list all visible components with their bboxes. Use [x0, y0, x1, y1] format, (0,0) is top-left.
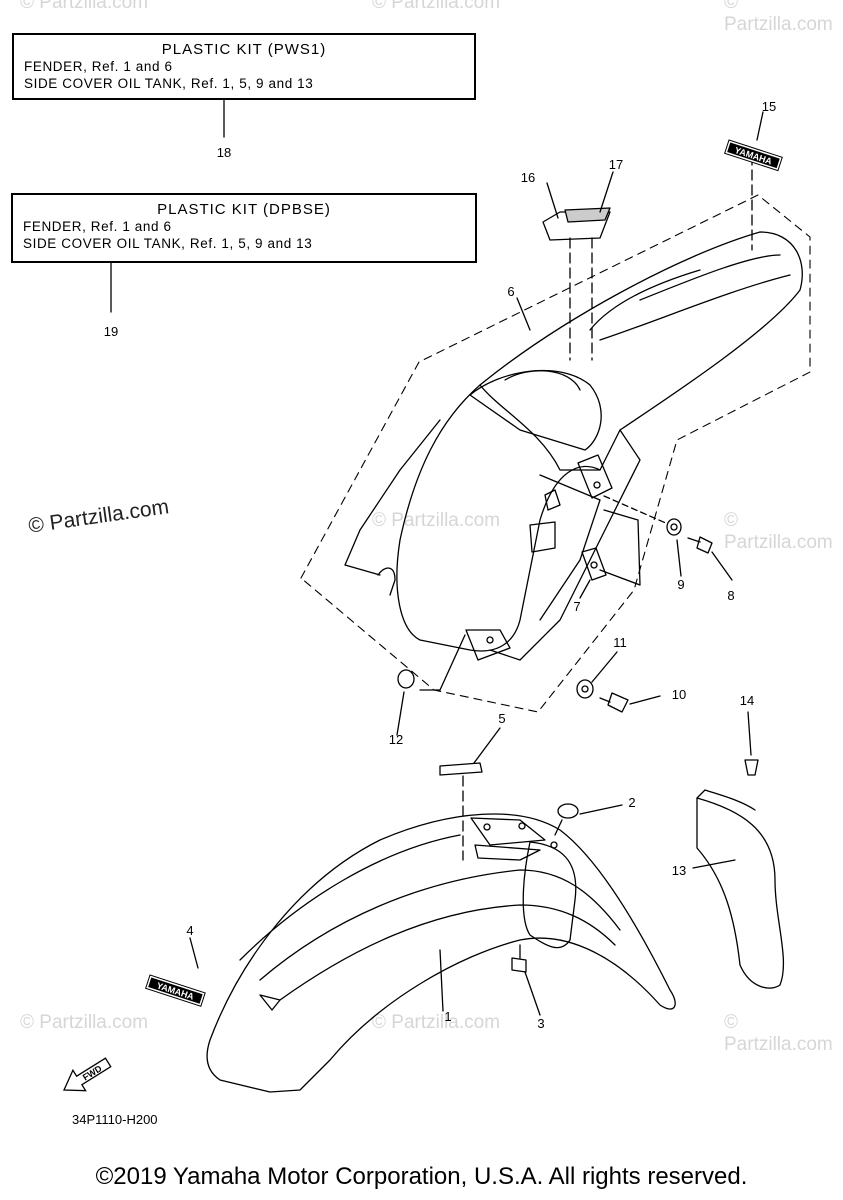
bolt-2: [557, 803, 579, 819]
bolt-10: [607, 692, 629, 713]
decal-5: [439, 762, 483, 776]
callout-10: 10: [672, 687, 686, 702]
callout-12: 12: [389, 732, 403, 747]
rear-fender: [344, 231, 803, 661]
side-cover: [696, 797, 785, 989]
washer-9: [666, 518, 682, 536]
callout-4: 4: [186, 923, 193, 938]
kit-box-pws1: PLASTIC KIT (PWS1) FENDER, Ref. 1 and 6 …: [12, 33, 476, 100]
watermark: © Partzilla.com: [724, 1012, 833, 1055]
kit-title: PLASTIC KIT (DPBSE): [157, 201, 331, 218]
front-fender: [206, 813, 676, 1093]
callout-14: 14: [740, 693, 754, 708]
kit-line: FENDER, Ref. 1 and 6: [24, 59, 173, 74]
callout-2: 2: [628, 795, 635, 810]
callout-18: 18: [217, 145, 231, 160]
bolt-8: [696, 536, 713, 554]
callout-5: 5: [498, 711, 505, 726]
decal-4: YAMAHA: [145, 974, 206, 1007]
watermark: © Partzilla.com: [372, 0, 501, 13]
callout-11: 11: [613, 635, 627, 650]
watermark: © Partzilla.com: [20, 0, 149, 13]
callout-6: 6: [507, 284, 514, 299]
callout-15: 15: [762, 99, 776, 114]
callout-8: 8: [727, 588, 734, 603]
callout-1: 1: [444, 1009, 451, 1024]
callout-3: 3: [537, 1016, 544, 1031]
watermark: © Partzilla.com: [372, 510, 501, 531]
watermark: © Partzilla.com: [20, 1012, 149, 1033]
washer-11: [576, 679, 594, 699]
diagram-code: 34P1110-H200: [72, 1112, 158, 1127]
fwd-arrow-icon: FWD: [63, 1057, 112, 1092]
decal-15: YAMAHA: [724, 139, 783, 172]
kit-line: SIDE COVER OIL TANK, Ref. 1, 5, 9 and 13: [23, 236, 313, 251]
watermark: © Partzilla.com: [724, 510, 833, 553]
screw-14: [744, 759, 759, 776]
bolt-3: [511, 957, 527, 973]
watermark: © Partzilla.com: [372, 1012, 501, 1033]
kit-box-dpbse: PLASTIC KIT (DPBSE) FENDER, Ref. 1 and 6…: [11, 193, 477, 263]
kit-title: PLASTIC KIT (PWS1): [161, 41, 327, 58]
callout-9: 9: [677, 577, 684, 592]
callout-17: 17: [609, 157, 623, 172]
grommet-12: [397, 669, 415, 689]
watermark: © Partzilla.com: [724, 0, 833, 35]
copyright: ©2019 Yamaha Motor Corporation, U.S.A. A…: [95, 1163, 748, 1190]
kit-line: FENDER, Ref. 1 and 6: [23, 219, 172, 234]
callout-19: 19: [104, 324, 118, 339]
kit-line: SIDE COVER OIL TANK, Ref. 1, 5, 9 and 13: [24, 76, 314, 91]
callout-13: 13: [672, 863, 686, 878]
callout-16: 16: [521, 170, 535, 185]
callout-7: 7: [573, 599, 580, 614]
